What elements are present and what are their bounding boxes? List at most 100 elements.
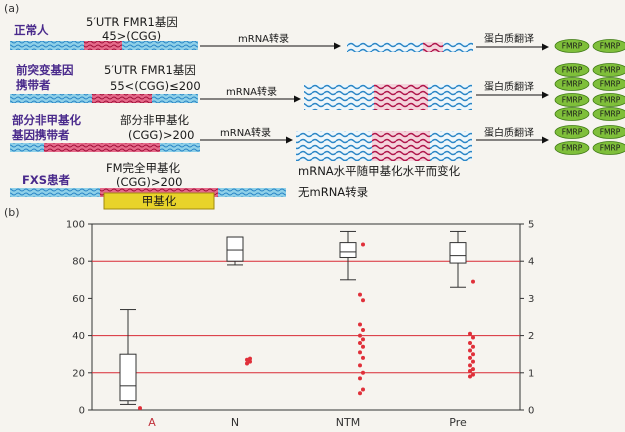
fmrp-label: FMRP — [600, 80, 621, 89]
row1-mrna-right — [443, 42, 473, 52]
data-dot — [361, 298, 365, 303]
row3-group-line2: 基因携带者 — [11, 128, 70, 142]
fmrp-ellipse — [592, 141, 625, 155]
row1-dna-cgg — [84, 41, 122, 50]
panel-a-label: (a) — [4, 2, 19, 15]
data-dot — [361, 370, 365, 375]
data-dot — [248, 359, 252, 364]
data-dot — [361, 355, 365, 360]
row3-mrna-left — [296, 131, 372, 161]
data-dot — [471, 352, 475, 357]
row1-mrna-cgg — [423, 42, 443, 52]
row2-group-line2: 携带者 — [16, 78, 51, 92]
row3-mrna-cgg — [372, 131, 430, 161]
data-dot — [468, 331, 472, 336]
fmrp-label: FMRP — [600, 144, 621, 153]
data-dot — [471, 372, 475, 377]
row1-translate-label: 蛋白质翻译 — [484, 32, 534, 45]
data-dot — [471, 344, 475, 349]
fmrp-label: FMRP — [562, 128, 583, 137]
row3-utr-line1: 部分非甲基化 — [120, 113, 189, 127]
right-tick-label: 3 — [528, 294, 534, 305]
left-tick-label: 100 — [66, 220, 85, 231]
row2-dna-cgg — [92, 94, 152, 103]
left-tick-label: 60 — [72, 294, 85, 305]
row3-dna-left — [10, 143, 44, 152]
category-label: A — [148, 416, 156, 429]
fmrp-label: FMRP — [562, 144, 583, 153]
data-dot — [468, 341, 472, 346]
data-dot — [471, 279, 475, 284]
fmrp-ellipse — [592, 125, 625, 139]
data-dot — [358, 350, 362, 355]
row1-mrna-left — [347, 42, 423, 52]
fmrp-ellipse — [554, 93, 590, 107]
category-label: NTM — [336, 416, 360, 429]
right-tick-label: 0 — [528, 406, 534, 417]
fmrp-label: FMRP — [562, 110, 583, 119]
fmrp-label: FMRP — [600, 110, 621, 119]
data-dot — [358, 376, 362, 381]
row2-mrna-right — [428, 84, 472, 110]
box-body — [119, 353, 137, 402]
row4-methylation-label: 甲基化 — [142, 194, 177, 208]
data-dot — [468, 348, 472, 353]
right-tick-label: 5 — [528, 220, 534, 231]
row1-dna-right — [122, 41, 198, 50]
fmrp-ellipse — [554, 63, 590, 77]
row3-note: mRNA水平随甲基化水平而变化 — [298, 164, 461, 178]
data-dot — [138, 406, 142, 411]
data-dot — [358, 322, 362, 327]
fmrp-ellipse — [592, 39, 625, 53]
fmrp-ellipse — [592, 93, 625, 107]
data-dot — [471, 359, 475, 364]
fmrp-label: FMRP — [562, 80, 583, 89]
data-dot — [361, 344, 365, 349]
data-dot — [468, 368, 472, 373]
row2-mrna-left — [304, 84, 374, 110]
box-body — [339, 242, 357, 258]
fmrp-ellipse — [592, 63, 625, 77]
data-dot — [358, 341, 362, 346]
fmrp-label: FMRP — [562, 96, 583, 105]
row4-methylation-box — [103, 192, 215, 210]
row4-dna-right — [218, 188, 286, 197]
fmrp-ellipse — [554, 125, 590, 139]
row4-utr-line1: FM完全甲基化 — [106, 161, 181, 175]
row3-dna-right — [160, 143, 200, 152]
row1-dna-left — [10, 41, 84, 50]
data-dot — [358, 391, 362, 396]
data-dot — [468, 355, 472, 360]
left-tick-label: 20 — [72, 368, 85, 379]
fmrp-label: FMRP — [562, 66, 583, 75]
right-tick-label: 2 — [528, 331, 534, 342]
row1-utr-line2: 45>(CGG) — [102, 29, 161, 43]
row4-dna-left — [10, 188, 100, 197]
data-dot — [471, 335, 475, 340]
data-dot — [358, 292, 362, 297]
category-label: Pre — [449, 416, 467, 429]
data-dot — [361, 387, 365, 392]
data-dot — [361, 328, 365, 333]
row2-utr-line2: 55<(CGG)≤200 — [110, 79, 201, 93]
data-dot — [471, 367, 475, 372]
category-label: N — [231, 416, 239, 429]
data-dot — [358, 333, 362, 338]
fmrp-ellipse — [592, 77, 625, 91]
row4-utr-line2: (CGG)>200 — [116, 175, 182, 189]
fmrp-label: FMRP — [562, 42, 583, 51]
row2-arrow-label: mRNA转录 — [226, 85, 277, 98]
data-dot — [248, 356, 252, 361]
data-dot — [358, 363, 362, 368]
fmrp-ellipse — [554, 107, 590, 121]
row3-translate-label: 蛋白质翻译 — [484, 126, 534, 139]
plot-frame — [91, 223, 521, 411]
row4-group: FXS患者 — [22, 173, 71, 187]
data-dot — [361, 242, 365, 247]
row1-arrow-label: mRNA转录 — [238, 32, 289, 45]
row3-arrow-label: mRNA转录 — [220, 126, 271, 139]
left-tick-label: 0 — [79, 406, 85, 417]
row3-dna-cgg — [44, 143, 160, 152]
